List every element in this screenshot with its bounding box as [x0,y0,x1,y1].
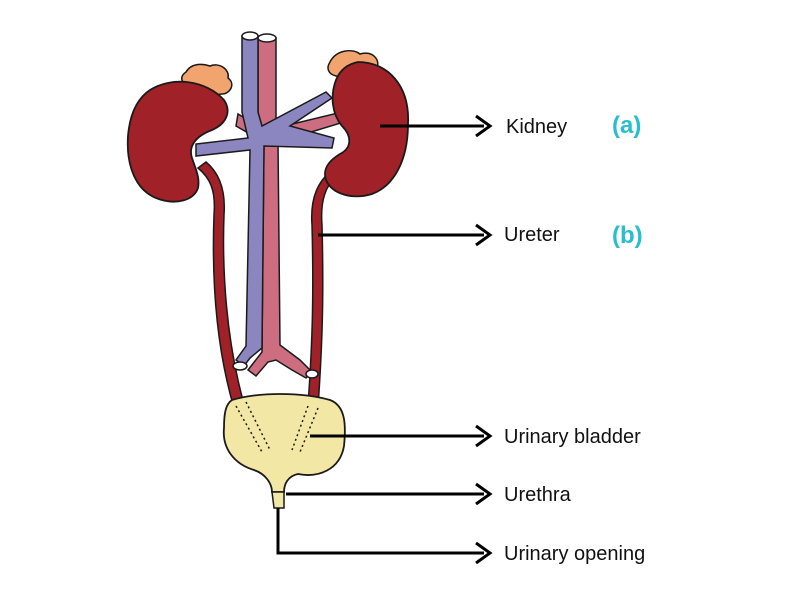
opening-pointer [276,508,484,555]
right-kidney [324,61,409,198]
urethra-label: Urethra [504,484,571,506]
kidney-arrowhead [475,114,493,138]
left-ureter-inside [235,401,271,453]
left-kidney [126,80,229,203]
ureter-arrowhead [475,223,493,247]
urinary-bladder [222,393,346,509]
urethra-arrowhead [475,482,493,506]
tag-a: (a) [612,112,642,139]
bladder-body [222,393,346,493]
right-iliac-end [305,369,319,379]
opening-label: Urinary opening [504,543,646,565]
kidneys [126,61,409,203]
ureter-label: Ureter [504,224,560,246]
pointers [276,114,493,565]
bladder-arrowhead [475,424,493,448]
aorta-top [257,33,277,43]
kidney-label: Kidney [506,116,568,138]
bladder-label: Urinary bladder [504,426,641,448]
left-iliac-end [232,361,248,371]
opening-arrowhead [475,541,493,565]
tag-b: (b) [612,222,643,249]
vena-cava-top [241,31,259,41]
urethra-tube [271,491,285,509]
vena-cava [195,35,335,368]
left-ureter [196,161,245,410]
